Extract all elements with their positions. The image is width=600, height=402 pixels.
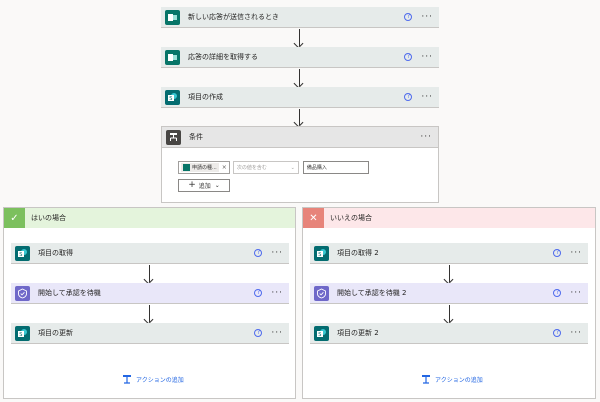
svg-text:S: S	[169, 96, 172, 102]
condition-header[interactable]: 条件 ···	[162, 127, 438, 148]
token-label: 申請の種...	[192, 165, 217, 171]
chevron-down-icon: ⌄	[214, 182, 220, 189]
step-get-item[interactable]: S 項目の取得 ? ···	[11, 243, 289, 264]
sharepoint-icon: S	[314, 325, 329, 341]
operator-value: 次の値を含む	[236, 165, 267, 171]
add-action-link[interactable]: アクションの追加	[421, 374, 483, 384]
help-icon[interactable]: ?	[553, 289, 562, 297]
step-get-item-2[interactable]: S 項目の取得 2 ? ···	[310, 243, 588, 264]
help-icon[interactable]: ?	[404, 93, 413, 101]
step-get-response[interactable]: 応答の詳細を取得する ? ···	[161, 47, 439, 68]
step-label: 項目の更新 2	[337, 329, 379, 337]
step-update-item-2[interactable]: S 項目の更新 2 ? ···	[310, 323, 588, 344]
help-icon[interactable]: ?	[553, 249, 562, 257]
approval-icon	[15, 285, 30, 301]
more-options-icon[interactable]: ···	[570, 287, 582, 298]
more-options-icon[interactable]: ···	[421, 91, 433, 102]
forms-icon	[165, 9, 180, 25]
flow-arrow	[149, 305, 150, 322]
step-label: 項目の取得 2	[337, 249, 379, 257]
more-options-icon[interactable]: ···	[570, 327, 582, 338]
step-get-response-label: 応答の詳細を取得する	[188, 53, 258, 61]
condition-value: 備品購入	[306, 165, 327, 171]
close-icon: ✕	[303, 208, 324, 228]
sharepoint-icon: S	[15, 245, 30, 261]
more-options-icon[interactable]: ···	[271, 247, 283, 258]
help-icon[interactable]: ?	[254, 329, 263, 337]
step-create-item-label: 項目の作成	[188, 93, 223, 101]
svg-text:S: S	[19, 252, 22, 258]
add-button-label: 追加	[198, 183, 211, 190]
step-label: 開始して承認を待機	[38, 289, 101, 297]
yes-branch-title: はいの場合	[31, 214, 66, 222]
svg-text:S: S	[318, 252, 321, 258]
sharepoint-icon: S	[165, 89, 180, 105]
more-options-icon[interactable]: ···	[420, 132, 432, 142]
condition-value-input[interactable]: 備品購入	[302, 161, 369, 174]
add-action-label: アクションの追加	[136, 376, 184, 384]
chevron-down-icon: ⌄	[290, 164, 295, 171]
forms-icon	[165, 49, 180, 65]
more-options-icon[interactable]: ···	[421, 51, 433, 62]
step-label: 開始して承認を待機 2	[337, 289, 407, 297]
close-icon[interactable]: ×	[221, 164, 227, 171]
flow-arrow	[299, 29, 300, 46]
sharepoint-icon: S	[314, 245, 329, 261]
more-options-icon[interactable]: ···	[271, 327, 283, 338]
help-icon[interactable]: ?	[254, 249, 263, 257]
add-action-label: アクションの追加	[435, 376, 483, 384]
more-options-icon[interactable]: ···	[421, 11, 433, 22]
condition-row: 申請の種... × 次の値を含む ⌄ 備品購入	[178, 161, 369, 174]
step-label: 項目の更新	[38, 329, 73, 337]
help-icon[interactable]: ?	[404, 53, 413, 61]
no-branch-title: いいえの場合	[330, 214, 372, 222]
condition-left-operand[interactable]: 申請の種... ×	[178, 161, 230, 174]
sharepoint-icon: S	[15, 325, 30, 341]
no-branch-header[interactable]: ✕ いいえの場合	[303, 208, 595, 228]
yes-branch-header[interactable]: ✓ はいの場合	[4, 208, 295, 228]
step-trigger-label: 新しい応答が送信されるとき	[188, 13, 279, 21]
operator-select[interactable]: 次の値を含む ⌄	[232, 161, 299, 174]
help-icon[interactable]: ?	[404, 13, 413, 21]
add-action-link[interactable]: アクションの追加	[122, 374, 184, 384]
more-options-icon[interactable]: ···	[271, 287, 283, 298]
approval-icon	[314, 285, 329, 301]
condition-card: 条件 ··· 申請の種... × 次の値を含む ⌄ 備品購入 + 追加 ⌄	[161, 126, 439, 203]
step-create-item[interactable]: S 項目の作成 ? ···	[161, 87, 439, 108]
flow-arrow	[449, 265, 450, 282]
svg-text:S: S	[318, 332, 321, 338]
help-icon[interactable]: ?	[553, 329, 562, 337]
condition-title: 条件	[189, 133, 203, 141]
step-start-approval[interactable]: 開始して承認を待機 ? ···	[11, 283, 289, 304]
flow-arrow	[449, 305, 450, 322]
add-action-icon	[123, 375, 131, 384]
step-label: 項目の取得	[38, 249, 73, 257]
help-icon[interactable]: ?	[254, 289, 263, 297]
more-options-icon[interactable]: ···	[570, 247, 582, 258]
condition-icon	[166, 129, 181, 145]
flow-arrow	[149, 265, 150, 282]
step-update-item[interactable]: S 項目の更新 ? ···	[11, 323, 289, 344]
step-start-approval-2[interactable]: 開始して承認を待機 2 ? ···	[310, 283, 588, 304]
forms-icon	[183, 164, 190, 171]
svg-text:S: S	[19, 332, 22, 338]
add-action-icon	[422, 375, 430, 384]
add-button[interactable]: + 追加 ⌄	[178, 179, 230, 192]
flow-arrow	[299, 109, 300, 125]
flow-arrow	[299, 69, 300, 86]
dynamic-content-token[interactable]: 申請の種...	[181, 163, 219, 172]
step-trigger[interactable]: 新しい応答が送信されるとき ? ···	[161, 7, 439, 28]
check-icon: ✓	[4, 208, 25, 228]
plus-icon: +	[188, 180, 196, 190]
